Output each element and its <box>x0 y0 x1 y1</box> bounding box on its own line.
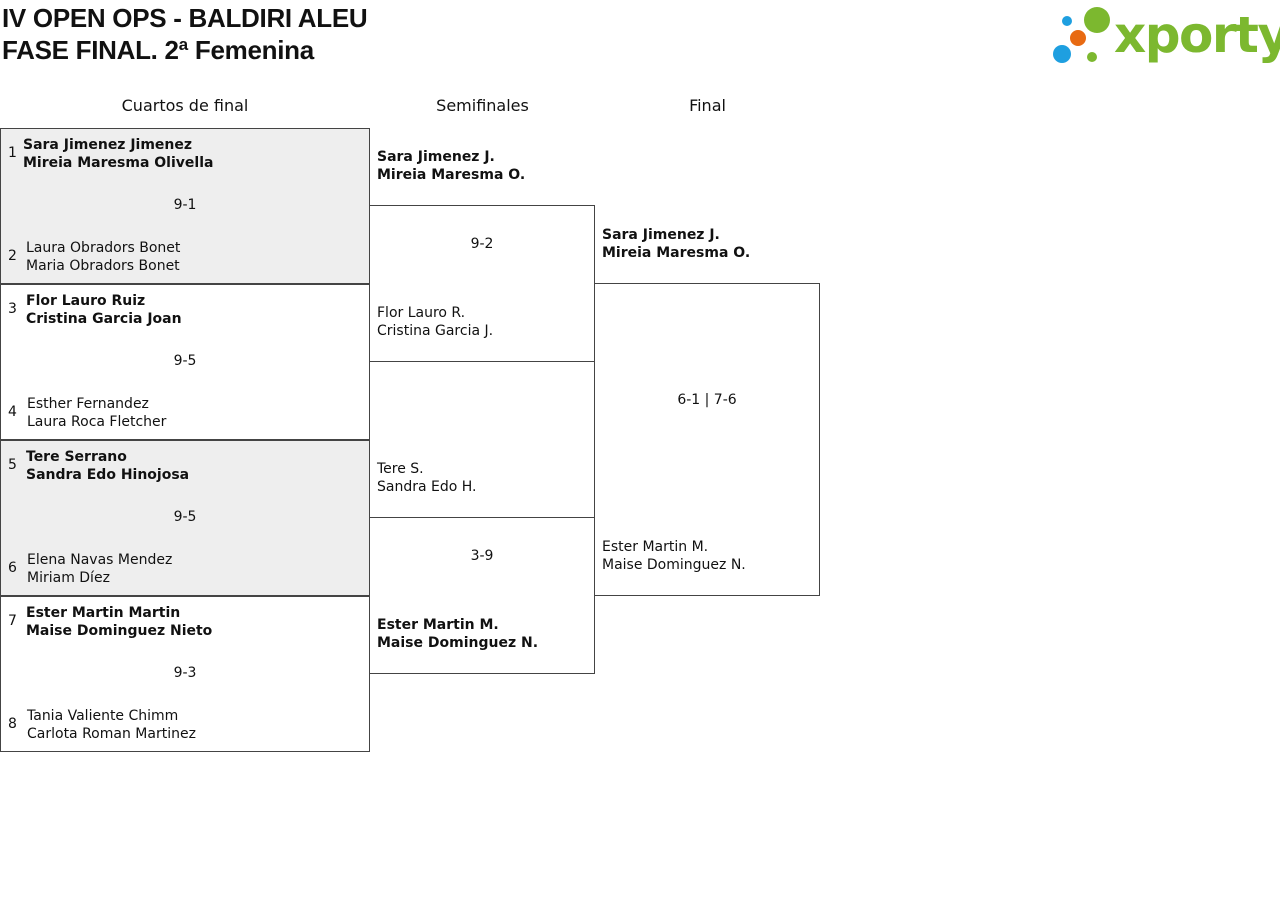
team-pair: Ester Martin M. Maise Dominguez N. <box>602 538 746 574</box>
player-name: Sandra Edo H. <box>377 479 477 495</box>
team-pair: Sara Jimenez J. Mireia Maresma O. <box>377 148 525 184</box>
team-pair: Laura Obradors Bonet Maria Obradors Bone… <box>26 239 180 275</box>
player-name: Maise Dominguez Nieto <box>26 623 213 639</box>
seed-number: 5 <box>8 457 17 473</box>
player-name: Ester Martin Martin <box>26 605 181 621</box>
player-name: Tere Serrano <box>26 449 127 465</box>
team-pair: Sara Jimenez Jimenez Mireia Maresma Oliv… <box>23 136 213 172</box>
player-name: Laura Roca Fletcher <box>27 414 167 430</box>
player-name: Flor Lauro R. <box>377 305 466 321</box>
seed-number: 4 <box>8 404 17 420</box>
player-name: Miriam Díez <box>27 570 110 586</box>
player-name: Elena Navas Mendez <box>27 552 173 568</box>
team-pair: Ester Martin Martin Maise Dominguez Niet… <box>26 604 212 640</box>
player-name: Tere S. <box>377 461 424 477</box>
seed-number: 2 <box>8 248 17 264</box>
round-header-quarterfinals: Cuartos de final <box>121 96 249 115</box>
seed-number: 6 <box>8 560 17 576</box>
player-name: Tania Valiente Chimm <box>27 708 179 724</box>
player-name: Laura Obradors Bonet <box>26 240 181 256</box>
quarterfinal-match-3 <box>0 440 370 596</box>
match-score: 9-2 <box>470 236 494 252</box>
quarterfinal-match-1 <box>0 128 370 284</box>
match-score: 9-3 <box>173 665 197 681</box>
player-name: Cristina Garcia Joan <box>26 311 182 327</box>
team-pair: Esther Fernandez Laura Roca Fletcher <box>27 395 166 431</box>
match-score: 3-9 <box>470 548 494 564</box>
logo-wordmark: xporty <box>1114 6 1280 64</box>
player-name: Ester Martin M. <box>602 539 709 555</box>
player-name: Maise Dominguez N. <box>377 635 539 651</box>
player-name: Sara Jimenez J. <box>377 149 495 165</box>
player-name: Sara Jimenez Jimenez <box>23 137 193 153</box>
team-pair: Tere Serrano Sandra Edo Hinojosa <box>26 448 189 484</box>
seed-number: 3 <box>8 301 17 317</box>
player-name: Sandra Edo Hinojosa <box>26 467 190 483</box>
team-pair: Tere S. Sandra Edo H. <box>377 460 477 496</box>
match-score: 9-5 <box>173 353 197 369</box>
team-pair: Tania Valiente Chimm Carlota Roman Marti… <box>27 707 196 743</box>
player-name: Carlota Roman Martinez <box>27 726 196 742</box>
player-name: Ester Martin M. <box>377 617 499 633</box>
match-score: 9-1 <box>173 197 197 213</box>
quarterfinal-match-4 <box>0 596 370 752</box>
player-name: Cristina Garcia J. <box>377 323 494 339</box>
seed-number: 1 <box>8 145 17 161</box>
seed-number: 8 <box>8 716 17 732</box>
round-header-semifinals: Semifinales <box>436 96 529 115</box>
team-pair: Flor Lauro Ruiz Cristina Garcia Joan <box>26 292 182 328</box>
seed-number: 7 <box>8 613 17 629</box>
xporty-logo: xporty <box>1050 4 1280 68</box>
player-name: Flor Lauro Ruiz <box>26 293 146 309</box>
final-match <box>594 283 820 596</box>
player-name: Mireia Maresma O. <box>602 245 751 261</box>
player-name: Mireia Maresma O. <box>377 167 526 183</box>
player-name: Sara Jimenez J. <box>602 227 720 243</box>
round-header-final: Final <box>689 96 726 115</box>
match-score: 6-1 | 7-6 <box>677 392 737 408</box>
logo-dots-icon <box>1053 7 1110 63</box>
page-title: IV OPEN OPS - BALDIRI ALEU <box>2 3 368 33</box>
team-pair: Elena Navas Mendez Miriam Díez <box>27 551 172 587</box>
team-pair: Flor Lauro R. Cristina Garcia J. <box>377 304 493 340</box>
player-name: Mireia Maresma Olivella <box>23 155 214 171</box>
player-name: Maise Dominguez N. <box>602 557 746 573</box>
player-name: Maria Obradors Bonet <box>26 258 180 274</box>
page-subtitle: FASE FINAL. 2ª Femenina <box>2 35 314 65</box>
match-score: 9-5 <box>173 509 197 525</box>
player-name: Esther Fernandez <box>27 396 149 412</box>
team-pair: Ester Martin M. Maise Dominguez N. <box>377 616 538 652</box>
quarterfinal-match-2 <box>0 284 370 440</box>
team-pair: Sara Jimenez J. Mireia Maresma O. <box>602 226 750 262</box>
